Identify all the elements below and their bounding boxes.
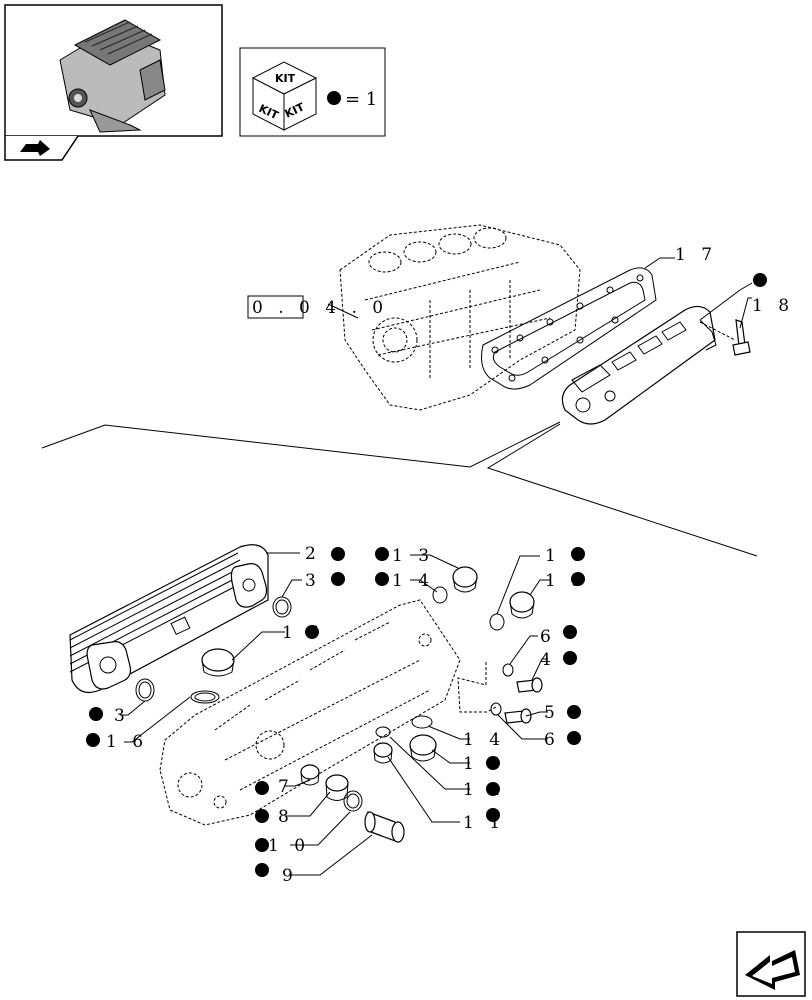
gasket-part-17[interactable] bbox=[481, 267, 657, 390]
kit-bullet-icon bbox=[305, 625, 319, 639]
leader-housing bbox=[699, 282, 753, 321]
callout-13-upper: 1 3 bbox=[392, 546, 434, 566]
plug-part-15-upper[interactable] bbox=[509, 591, 535, 619]
leader-ref bbox=[327, 303, 359, 319]
callout-3-upper: 3 bbox=[305, 571, 321, 591]
kit-bullet-icon bbox=[255, 781, 269, 795]
kit-legend: KIT KIT KIT = 1 bbox=[239, 47, 386, 137]
kit-bullet-icon bbox=[331, 572, 345, 586]
washer-part-12[interactable] bbox=[375, 726, 391, 738]
callout-16-lower: 1 6 bbox=[106, 732, 148, 752]
view-funnel-left bbox=[41, 421, 561, 468]
callout-17: 1 7 bbox=[675, 245, 717, 265]
kit-bullet-icon bbox=[327, 91, 341, 105]
plug-part-11[interactable] bbox=[373, 742, 393, 764]
callout-2: 2 bbox=[305, 544, 321, 564]
kit-bullet-icon bbox=[375, 547, 389, 561]
kit-bullet-icon bbox=[567, 705, 581, 719]
callout-9: 9 bbox=[282, 866, 298, 886]
nav-back-tab[interactable] bbox=[4, 135, 79, 161]
leader-17 bbox=[644, 257, 675, 269]
kit-cube-icon bbox=[251, 61, 318, 131]
reference-code: 0 . 0 4 . 0 bbox=[252, 298, 388, 318]
plug-part-13-upper[interactable] bbox=[452, 566, 478, 593]
bolt-part-4[interactable] bbox=[516, 677, 543, 693]
back-arrow-icon bbox=[20, 140, 50, 156]
reference-box[interactable] bbox=[247, 295, 304, 319]
callout-3-lower: 3 bbox=[114, 706, 130, 726]
washer-part-6-upper[interactable] bbox=[502, 663, 514, 677]
callout-6-upper: 6 bbox=[540, 627, 556, 647]
kit-bullet-icon bbox=[567, 731, 581, 745]
callout-4: 4 bbox=[540, 650, 556, 670]
callout-14-upper: 1 4 bbox=[392, 571, 434, 591]
kit-bullets bbox=[86, 547, 585, 877]
kit-bullet-icon bbox=[331, 547, 345, 561]
callout-18: 1 8 bbox=[752, 296, 794, 316]
kit-bullet-icon bbox=[486, 756, 500, 770]
leader-18 bbox=[739, 297, 752, 329]
next-page-button[interactable] bbox=[736, 931, 806, 997]
oring-part-3-upper[interactable] bbox=[272, 596, 292, 618]
oring-part-3-lower[interactable] bbox=[135, 678, 155, 702]
kit-bullet-icon bbox=[255, 809, 269, 823]
plug-part-15-lower[interactable] bbox=[201, 648, 235, 677]
callout-5: 5 bbox=[544, 703, 560, 723]
kit-bullet-icon bbox=[571, 547, 585, 561]
engine-block-outline bbox=[339, 224, 581, 411]
kit-bullet-icon bbox=[486, 808, 500, 822]
callout-10: 1 0 bbox=[268, 836, 310, 856]
plug-part-13-lower[interactable] bbox=[409, 734, 437, 762]
callout-6-lower: 6 bbox=[544, 730, 560, 750]
washer-part-16-upper[interactable] bbox=[489, 613, 505, 631]
kit-bullet-icon bbox=[89, 707, 103, 721]
kit-bullet-icon bbox=[486, 782, 500, 796]
washer-part-14-lower[interactable] bbox=[411, 715, 433, 729]
kit-bullet-icon bbox=[563, 625, 577, 639]
heat-exchanger-part-2[interactable] bbox=[69, 544, 269, 693]
oring-part-10[interactable] bbox=[343, 790, 363, 812]
oring-part-16-lower[interactable] bbox=[190, 690, 220, 704]
bolt-part-18[interactable] bbox=[732, 319, 751, 356]
kit-bullet-icon bbox=[571, 572, 585, 586]
kit-equals-text: = 1 bbox=[345, 89, 377, 110]
cap-part-8[interactable] bbox=[325, 774, 349, 801]
sensor-part-9[interactable] bbox=[364, 811, 405, 843]
washer-part-6-lower[interactable] bbox=[490, 702, 502, 716]
oil-cooler-housing-lower bbox=[159, 599, 461, 826]
callout-14-lower: 1 4 bbox=[463, 730, 505, 750]
view-funnel-right bbox=[486, 423, 758, 557]
kit-bullet-icon bbox=[86, 733, 100, 747]
washer-part-14-upper[interactable] bbox=[432, 586, 448, 604]
kit-top-label: KIT bbox=[275, 72, 296, 85]
leader-lines bbox=[120, 552, 550, 876]
kit-bullet-icon bbox=[563, 651, 577, 665]
kit-bullet-icon bbox=[255, 838, 269, 852]
callout-7: 7 bbox=[278, 777, 294, 797]
callout-8: 8 bbox=[278, 807, 294, 827]
engine-icon bbox=[59, 19, 166, 133]
kit-bullet-icon bbox=[255, 863, 269, 877]
kit-bullet-icon bbox=[753, 273, 767, 287]
plug-part-7[interactable] bbox=[300, 764, 320, 786]
oil-cooler-housing-upper[interactable] bbox=[561, 305, 717, 425]
kit-bullet-icon bbox=[375, 572, 389, 586]
engine-thumbnail[interactable] bbox=[4, 4, 223, 137]
